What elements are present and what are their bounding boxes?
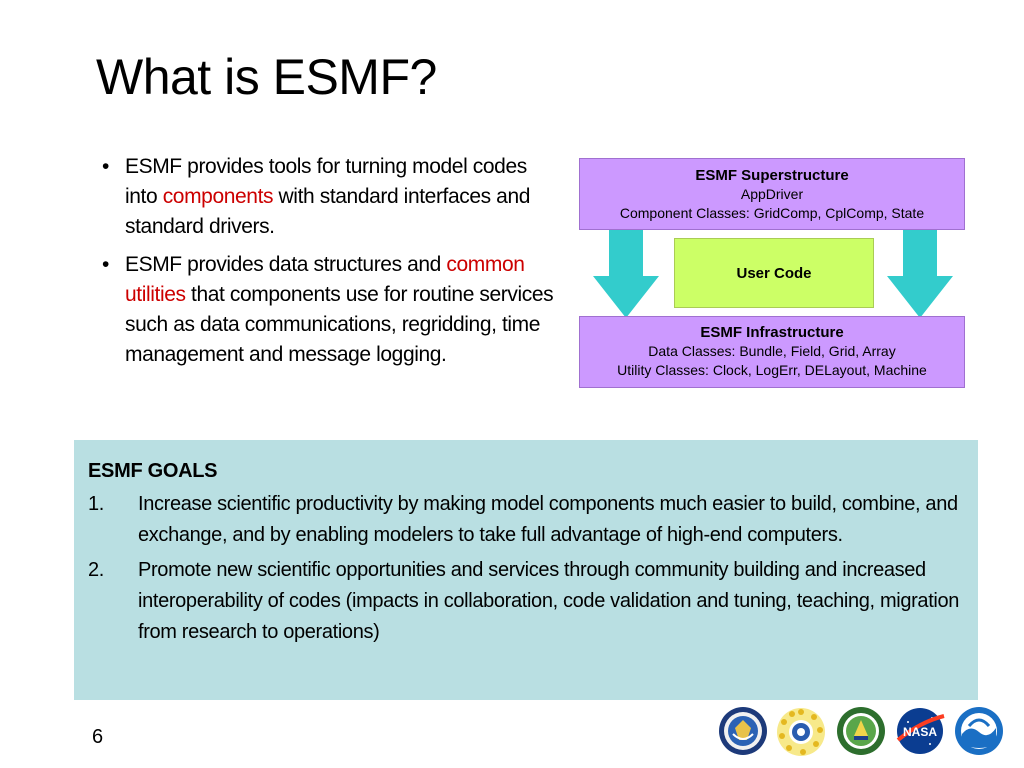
infrastructure-title: ESMF Infrastructure: [700, 324, 844, 341]
infrastructure-line1: Data Classes: Bundle, Field, Grid, Array: [648, 343, 896, 359]
goal-text: Increase scientific productivity by maki…: [138, 493, 958, 546]
dod-seal-icon: [719, 707, 767, 755]
superstructure-line1: AppDriver: [740, 186, 804, 202]
slide-title: What is ESMF?: [96, 49, 437, 105]
goal-number: 2.: [88, 559, 104, 581]
goal-number: 1.: [88, 493, 104, 515]
goals-heading: ESMF GOALS: [88, 460, 218, 482]
svg-text:NASA: NASA: [903, 725, 937, 739]
esmf-superstructure-box: ESMF Superstructure AppDriver Component …: [579, 158, 965, 230]
esmf-architecture-diagram: ESMF Superstructure AppDriver Component …: [579, 158, 965, 388]
highlight-text: common utilities: [125, 253, 525, 306]
down-arrow-left-icon: [593, 230, 659, 318]
goal-text: Promote new scientific opportunities and…: [138, 559, 960, 643]
superstructure-line2: Component Classes: GridComp, CplComp, St…: [619, 205, 925, 221]
down-arrow-right-icon: [887, 230, 953, 318]
superstructure-title: ESMF Superstructure: [695, 167, 849, 184]
page-number: 6: [92, 726, 104, 748]
sponsor-logos: NASA: [718, 706, 1003, 758]
highlight-text: components: [162, 185, 274, 208]
noaa-logo-icon: [955, 707, 1003, 755]
nsf-logo-icon: [777, 708, 825, 756]
infrastructure-line2: Utility Classes: Clock, LogErr, DELayout…: [617, 362, 927, 378]
goals-panel: ESMF GOALS 1. Increase scientific produc…: [74, 440, 978, 700]
esmf-infrastructure-box: ESMF Infrastructure Data Classes: Bundle…: [579, 316, 965, 388]
bullet-item: ESMF provides data structures and common…: [100, 250, 560, 370]
nasa-logo-icon: NASA: [896, 708, 945, 754]
doe-seal-icon: [837, 707, 885, 755]
goal-item: 2. Promote new scientific opportunities …: [88, 555, 964, 648]
goal-item: 1. Increase scientific productivity by m…: [88, 489, 964, 551]
user-code-box: User Code: [674, 238, 874, 308]
bullet-list: ESMF provides tools for turning model co…: [100, 152, 560, 378]
bullet-item: ESMF provides tools for turning model co…: [100, 152, 560, 242]
